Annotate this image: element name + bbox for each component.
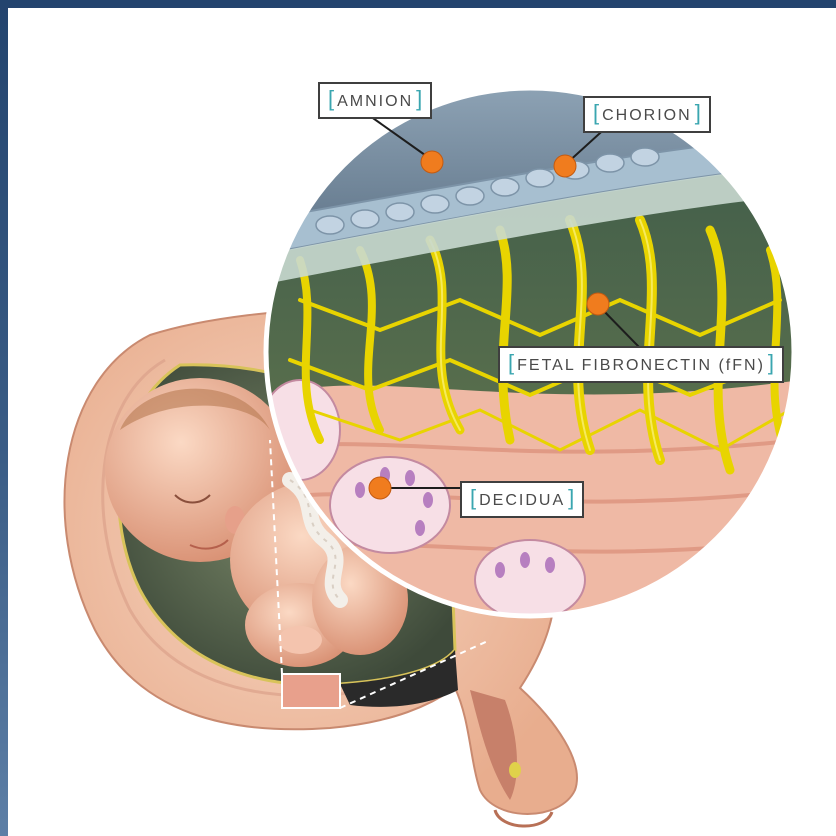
anatomy-illustration [8, 8, 836, 836]
bracket-left-icon: [ [593, 100, 599, 125]
bracket-left-icon: [ [508, 350, 514, 375]
illustration-canvas: [AMNION] [CHORION] [FETAL FIBRONECTIN (f… [8, 8, 836, 836]
ffn-marker-icon [587, 293, 609, 315]
label-ffn-text: FETAL FIBRONECTIN (fFN) [517, 357, 765, 374]
amnion-marker-icon [421, 151, 443, 173]
label-amnion-text: AMNION [337, 93, 413, 110]
label-fetal-fibronectin: [FETAL FIBRONECTIN (fFN)] [498, 346, 784, 383]
decidua-marker-icon [369, 477, 391, 499]
label-chorion: [CHORION] [583, 96, 711, 133]
chorion-marker-icon [554, 155, 576, 177]
label-amnion: [AMNION] [318, 82, 432, 119]
bracket-right-icon: ] [568, 485, 574, 510]
label-decidua-text: DECIDUA [479, 492, 565, 509]
bracket-right-icon: ] [768, 350, 774, 375]
label-chorion-text: CHORION [602, 107, 692, 124]
bracket-right-icon: ] [416, 86, 422, 111]
label-decidua: [DECIDUA] [460, 481, 584, 518]
bracket-left-icon: [ [328, 86, 334, 111]
bracket-left-icon: [ [470, 485, 476, 510]
bracket-right-icon: ] [695, 100, 701, 125]
